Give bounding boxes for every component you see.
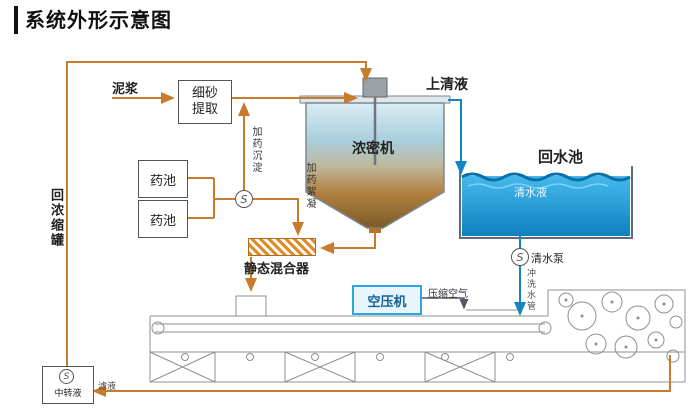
line-dosing-flocculation: [253, 198, 304, 236]
clear-water-label: 清水液: [514, 186, 547, 199]
chemical-pool-box-1: 药池: [138, 160, 188, 198]
sand-extraction-box: 细砂提取: [178, 80, 232, 124]
water-wave-dark: [461, 172, 631, 182]
thickener-outlet: [369, 228, 381, 233]
transfer-tank-box: S 中转液: [42, 366, 94, 404]
clear-water-pump-icon: S: [511, 248, 529, 266]
line-filtrate-return: [92, 355, 671, 397]
air-compressor-label: 空压机: [367, 294, 407, 310]
pump-icon: S: [59, 369, 74, 384]
chemical-pool-1-label: 药池: [149, 173, 176, 189]
line-chem-join: [186, 177, 235, 219]
press-roller-stack: [558, 291, 683, 363]
static-mixer-shape: [248, 238, 316, 256]
chemical-pool-2-label: 药池: [149, 213, 176, 229]
slurry-label: 泥浆: [112, 82, 139, 97]
compressed-air-label: 压缩空气: [428, 289, 468, 300]
air-compressor-box: 空压机: [352, 285, 422, 315]
dosing-pump-icon: S: [235, 190, 253, 208]
return-thickener-tank-label: 回浓缩罐: [48, 188, 63, 248]
dosing-flocculation-label: 加药絮凝: [304, 162, 315, 210]
transfer-tank-label: 中转液: [54, 389, 82, 399]
line-return-to-thickener: [66, 61, 372, 366]
press-feed-box: [235, 295, 267, 317]
water-wave-light: [467, 183, 609, 189]
return-pool-label: 回水池: [538, 148, 584, 166]
line-compressed-air: [420, 297, 469, 310]
flush-water-pipe-label: 冲洗水管: [525, 268, 535, 312]
return-water-pool: [459, 166, 633, 239]
dosing-sedimentation-label: 加药沉淀: [250, 126, 261, 174]
thickener-label: 浓密机: [352, 141, 394, 157]
flow-lines-slurry: [66, 61, 671, 397]
thickener-motor: [362, 77, 388, 98]
page-title: 系统外形示意图: [14, 6, 172, 34]
static-mixer-label: 静态混合器: [244, 262, 310, 277]
sand-extraction-label: 细砂提取: [191, 85, 218, 117]
thickener-tank: [299, 77, 451, 233]
roller-axles: [564, 298, 666, 349]
filtrate-label: 滤液: [98, 382, 117, 392]
belt-filter-press: [149, 289, 686, 383]
flow-lines-water: [448, 99, 526, 316]
line-supernatant: [448, 99, 467, 175]
clear-water-pump-label: 清水泵: [531, 252, 564, 265]
line-underflow-to-mixer: [320, 231, 376, 254]
supernatant-label: 上清液: [426, 77, 468, 93]
chemical-pool-box-2: 药池: [138, 200, 188, 238]
